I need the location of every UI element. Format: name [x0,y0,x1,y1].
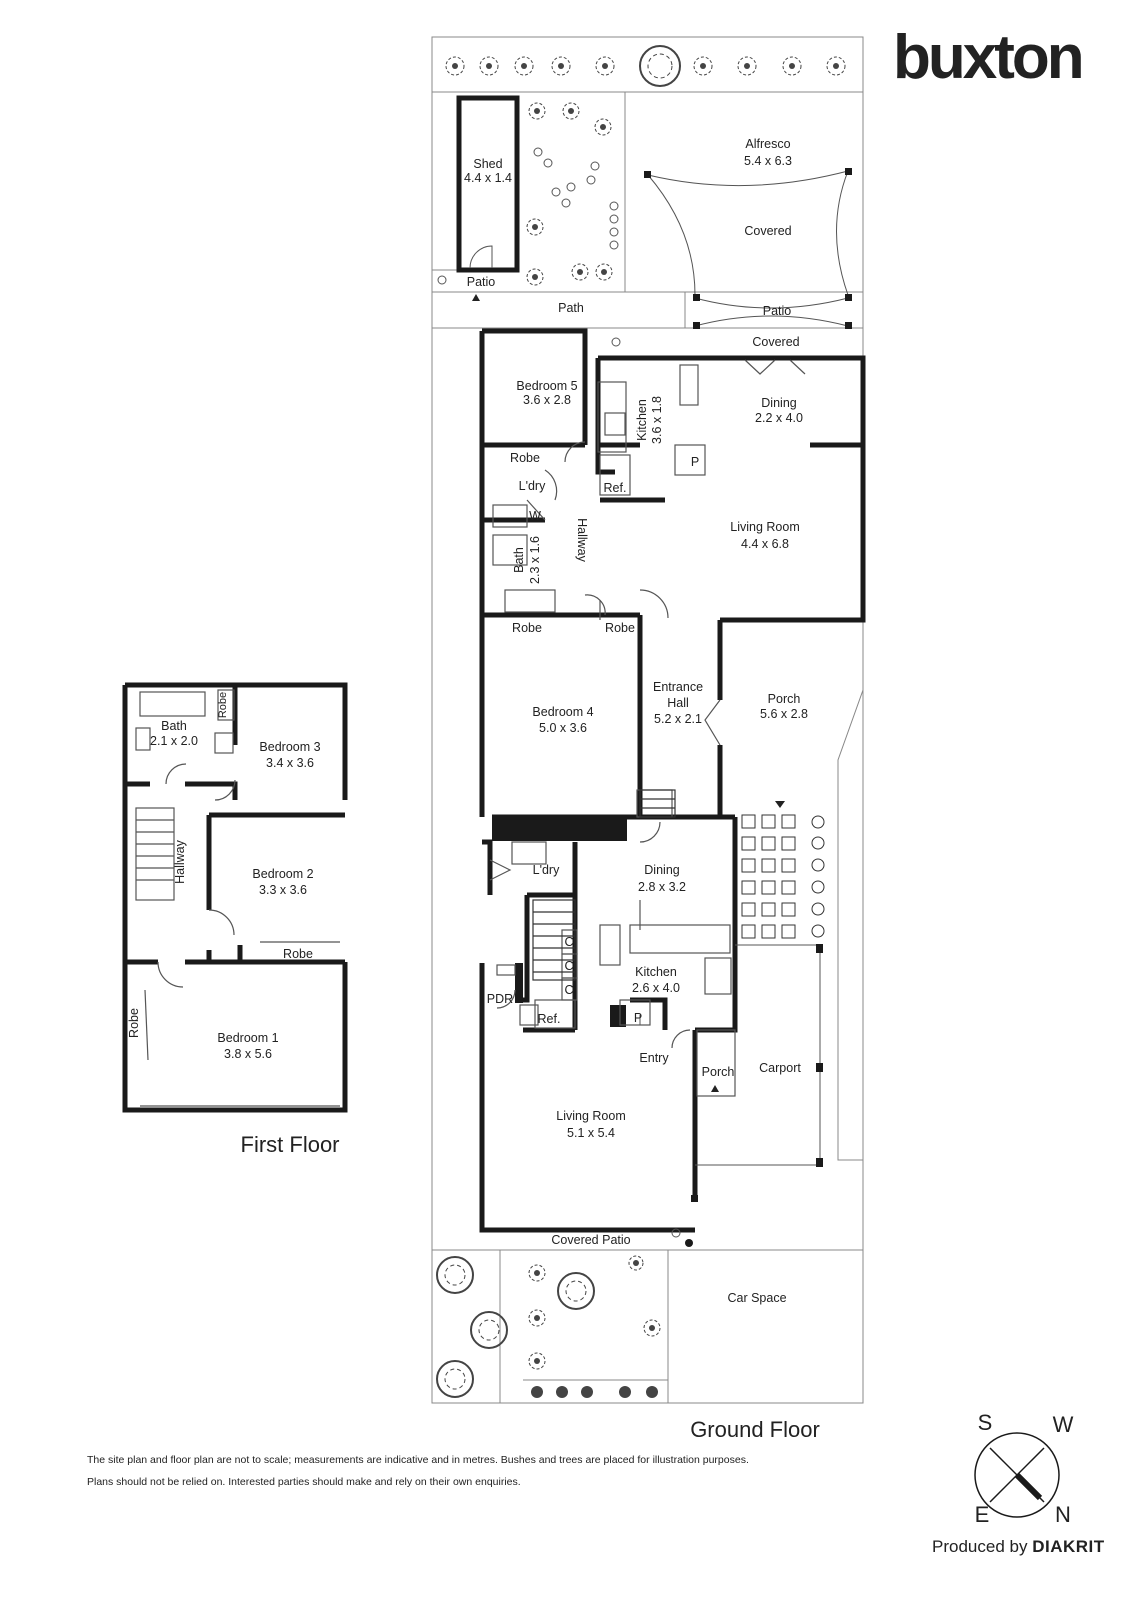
dining-top-label: Dining [761,396,796,410]
path-label: Path [558,301,584,315]
covered-patio-label: Covered Patio [551,1233,630,1247]
robe-b1-label: Robe [127,1008,141,1038]
first-floor-walls [122,682,348,1113]
ref-top-label: Ref. [604,481,627,495]
dining-bottom-dim: 2.8 x 3.2 [638,880,686,894]
shed-label: Shed [473,157,502,171]
kitchen-bottom-label: Kitchen [635,965,677,979]
bath-ff-dim: 2.1 x 2.0 [150,734,198,748]
robe-b4-label: Robe [512,621,542,635]
carport-label: Carport [759,1061,801,1075]
first-floor-title: First Floor [241,1132,340,1157]
ground-floor-title: Ground Floor [690,1417,820,1442]
compass-n: N [1055,1502,1071,1527]
living-top-dim: 4.4 x 6.8 [741,537,789,551]
site-boundary [431,36,864,1404]
wall-block [492,815,627,841]
living-top-label: Living Room [730,520,799,534]
bedroom3-dim: 3.4 x 3.6 [266,756,314,770]
compass-e: E [975,1502,990,1527]
compass-w: W [1053,1412,1074,1437]
robe-ff-small-label: Robe [217,692,229,718]
p-top-label: P [691,455,699,469]
ref-bottom-label: Ref. [538,1012,561,1026]
robe-hall-label: Robe [605,621,635,635]
porch-bottom-label: Porch [702,1065,735,1079]
bedroom5-dim: 3.6 x 2.8 [523,393,571,407]
car-space-label: Car Space [727,1291,786,1305]
w-label: W [529,509,541,523]
shrub-row-top [445,45,846,286]
ldry-bottom-label: L'dry [533,863,560,877]
entrance-label2: Hall [667,696,689,710]
alfresco-covered-label: Covered [744,224,791,238]
disclaimer-line-1: The site plan and floor plan are not to … [87,1454,749,1466]
bath-top-label: Bath [512,547,526,573]
bath-ff-label: Bath [161,719,187,733]
shed-dim: 4.4 x 1.4 [464,171,512,185]
robe-b2-label: Robe [283,947,313,961]
bedroom4-dim: 5.0 x 3.6 [539,721,587,735]
kitchen-top-dim: 3.6 x 1.8 [650,396,664,444]
alfresco-label: Alfresco [745,137,790,151]
disclaimer-line-2: Plans should not be relied on. Intereste… [87,1476,521,1488]
kitchen-bottom-dim: 2.6 x 4.0 [632,981,680,995]
compass-rose [974,1432,1060,1518]
p-bottom-label: P [634,1011,642,1025]
bedroom4-label: Bedroom 4 [532,705,593,719]
alfresco-dim: 5.4 x 6.3 [744,154,792,168]
patio-label: Patio [763,304,792,318]
robe-b5-label: Robe [510,451,540,465]
entry-label: Entry [639,1051,669,1065]
pdr-label: PDR [487,992,513,1006]
ldry-top-label: L'dry [519,479,546,493]
producer-prefix: Produced by [932,1537,1028,1556]
bedroom3-label: Bedroom 3 [259,740,320,754]
bedroom2-label: Bedroom 2 [252,867,313,881]
stairs-ground [532,789,676,981]
covered-label: Covered [752,335,799,349]
dining-top-dim: 2.2 x 4.0 [755,411,803,425]
porch-top-label: Porch [768,692,801,706]
entrance-label: Entrance [653,680,703,694]
bedroom5-label: Bedroom 5 [516,379,577,393]
bedroom2-dim: 3.3 x 3.6 [259,883,307,897]
shed-walls [456,95,520,273]
kitchen-top-label: Kitchen [635,399,649,441]
producer-name: DIAKRIT [1032,1537,1105,1556]
patio-shed-label: Patio [467,275,496,289]
bath-top-dim: 2.3 x 1.6 [528,536,542,584]
shrub-front [436,1255,661,1398]
brand-logo: buxton [893,23,1085,92]
dining-bottom-label: Dining [644,863,679,877]
alfresco-cover [647,170,849,327]
entrance-dim: 5.2 x 2.1 [654,712,702,726]
c1-label: C [564,935,573,949]
porch-pavers [741,814,825,939]
c2-label: C [564,959,573,973]
porch-top-dim: 5.6 x 2.8 [760,707,808,721]
hallway-top-label: Hallway [575,518,589,563]
ground-floor-walls [479,328,866,1233]
living-bottom-label: Living Room [556,1109,625,1123]
bedroom1-label: Bedroom 1 [217,1031,278,1045]
compass-s: S [978,1410,993,1435]
bedroom1-dim: 3.8 x 5.6 [224,1047,272,1061]
c3-label: C [564,983,573,997]
hallway-ff-label: Hallway [173,839,187,884]
living-bottom-dim: 5.1 x 5.4 [567,1126,615,1140]
producer-credit: Produced by DIAKRIT [932,1537,1105,1557]
